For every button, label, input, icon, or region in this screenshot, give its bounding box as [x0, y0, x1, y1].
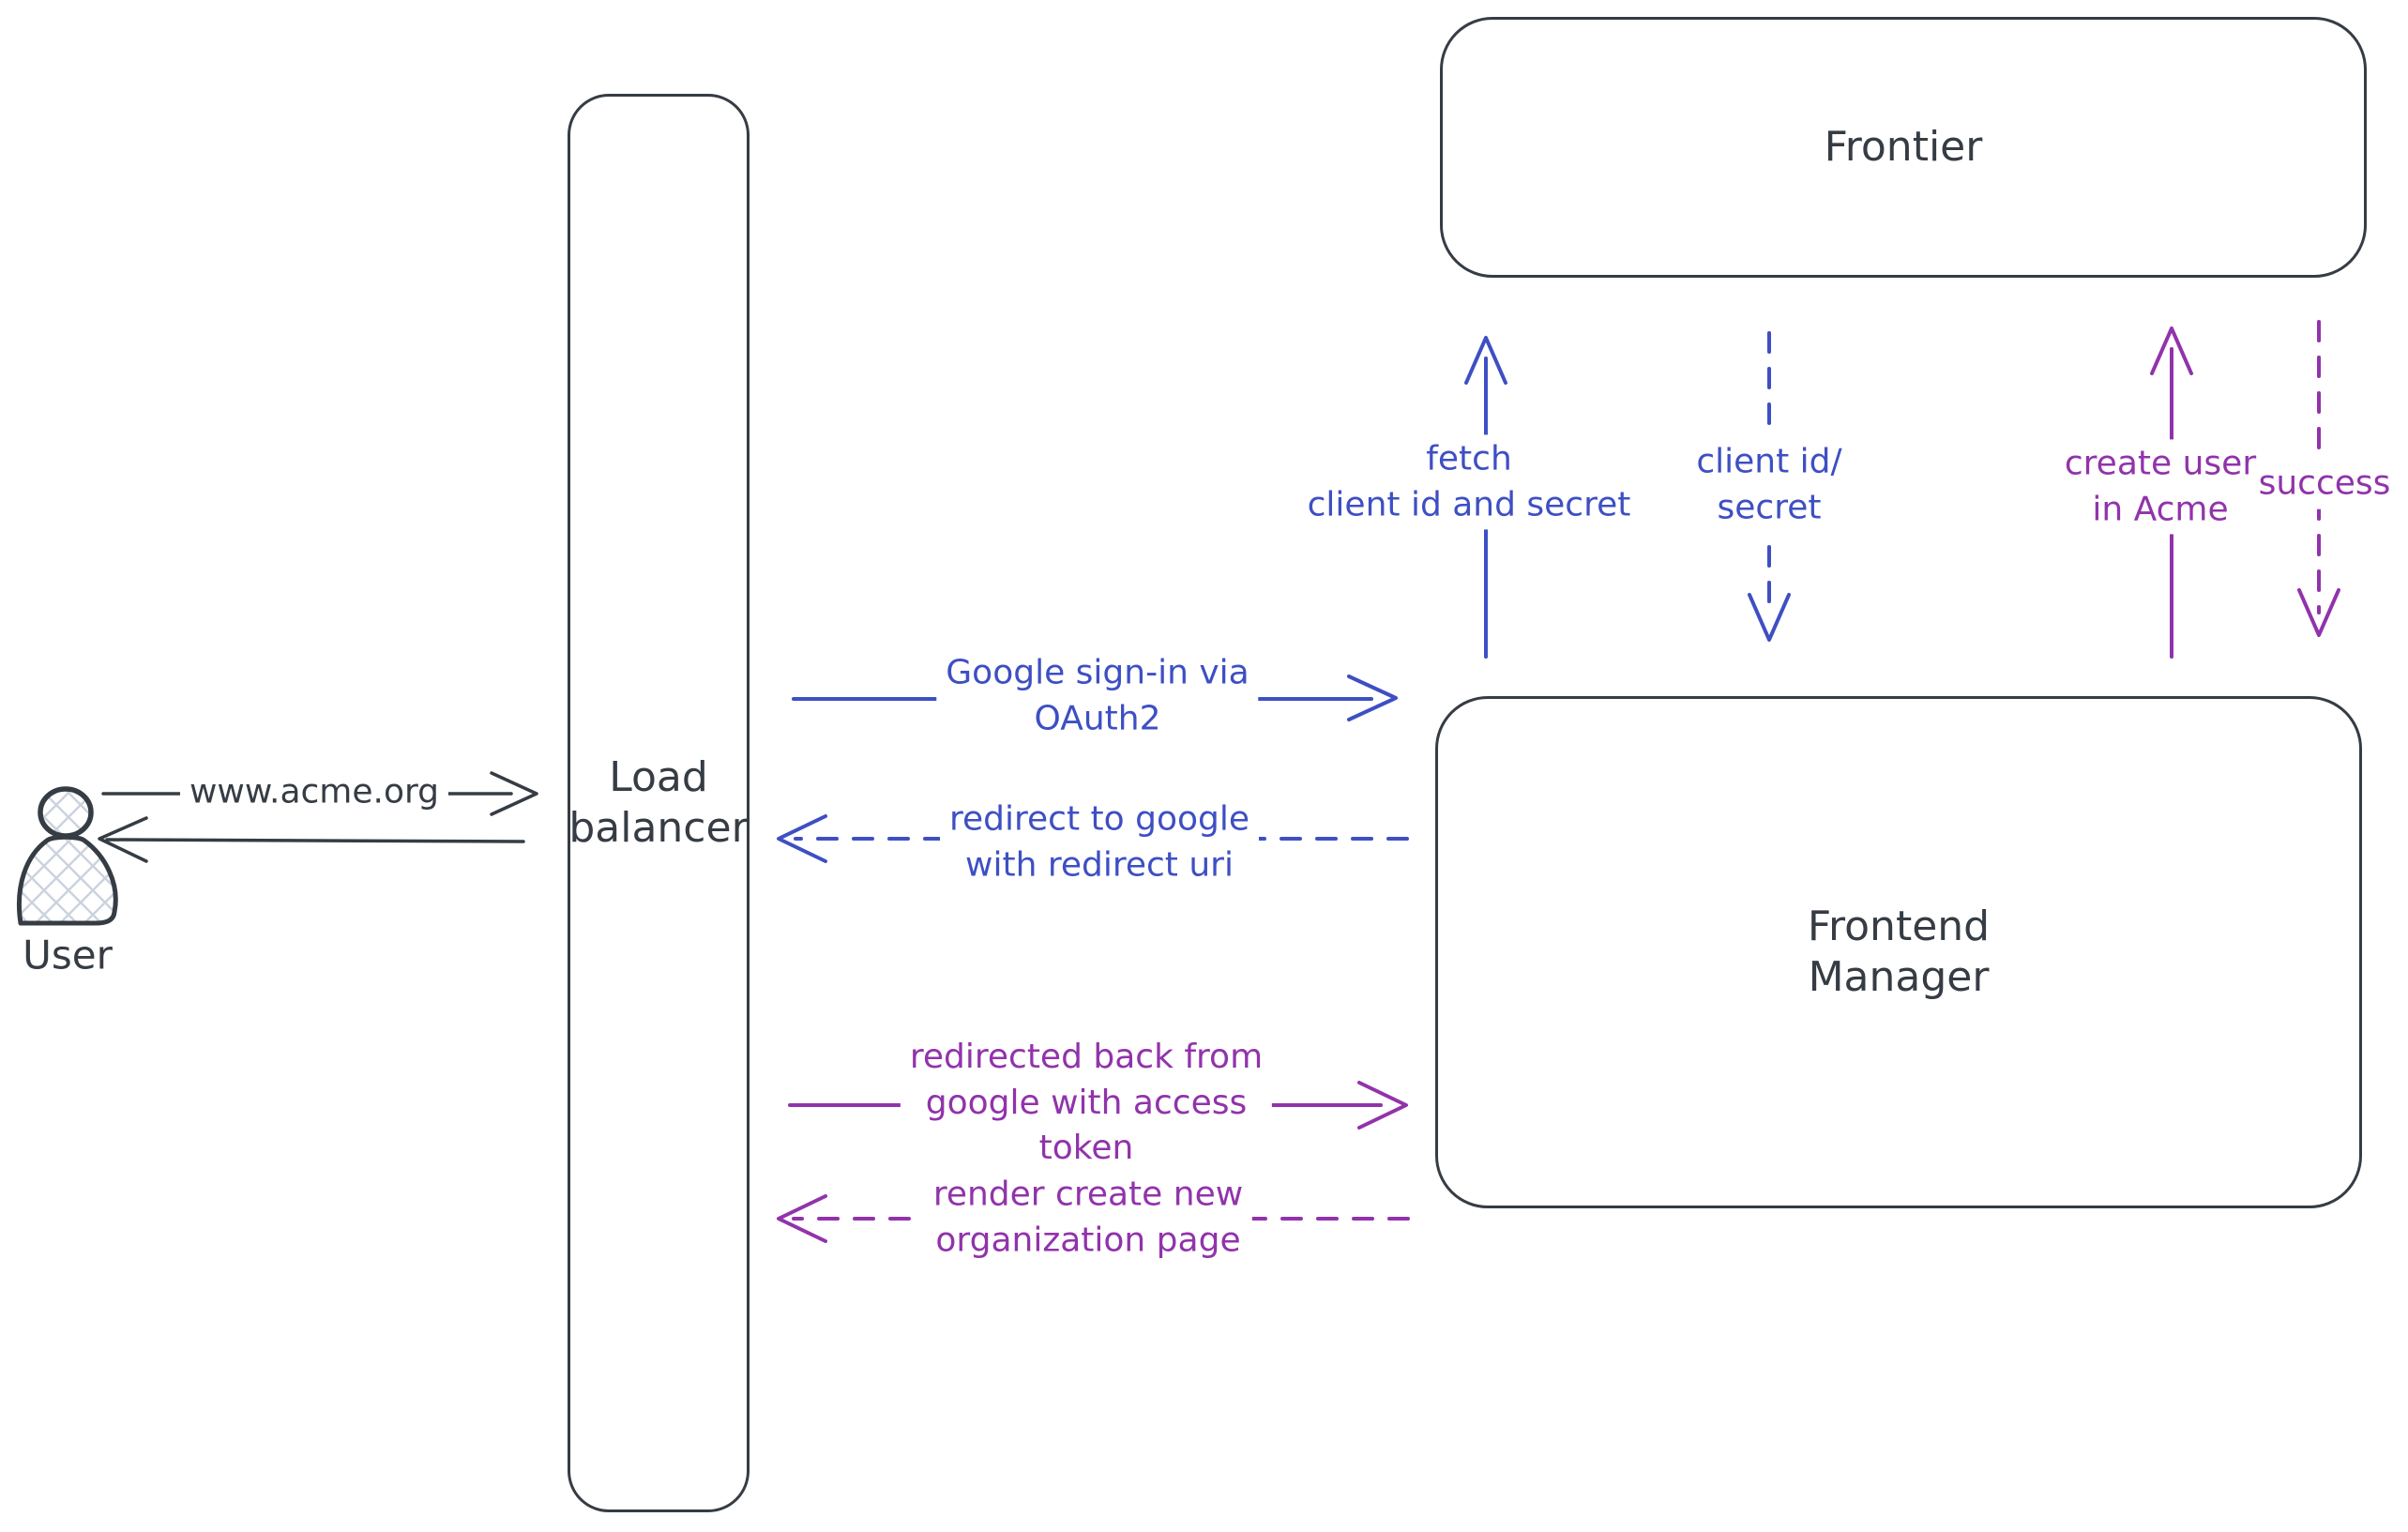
label-render-org-page: render create new organization page [923, 1170, 1253, 1266]
user-icon [16, 786, 118, 926]
label-redirect-google: redirect to google with redirect uri [939, 795, 1260, 890]
arrow-render-org-page [777, 1194, 1410, 1243]
label-google-signin: Google sign-in via OAuth2 [936, 648, 1259, 744]
arrow-lb-reply [98, 816, 525, 863]
frontend-manager-label: Frontend Manager [1807, 903, 1991, 1001]
label-www-acme: www.acme.org [179, 767, 449, 818]
user-body [16, 834, 118, 926]
node-load-balancer: Load balancer [568, 94, 750, 1512]
user-label: User [23, 932, 113, 978]
user-head [38, 786, 94, 839]
node-frontend-manager: Frontend Manager [1435, 696, 2362, 1208]
label-create-user: create user in Acme [2054, 439, 2266, 535]
load-balancer-label: Load balancer [568, 753, 749, 852]
frontier-label: Frontier [1824, 123, 1983, 172]
label-client-id-secret: client id/ secret [1687, 437, 1852, 533]
label-redirected-back: redirected back from google with access … [900, 1033, 1273, 1174]
label-success: success [2249, 459, 2400, 509]
node-frontier: Frontier [1440, 17, 2367, 278]
label-fetch-client: fetch client id and secret [1297, 434, 1641, 530]
